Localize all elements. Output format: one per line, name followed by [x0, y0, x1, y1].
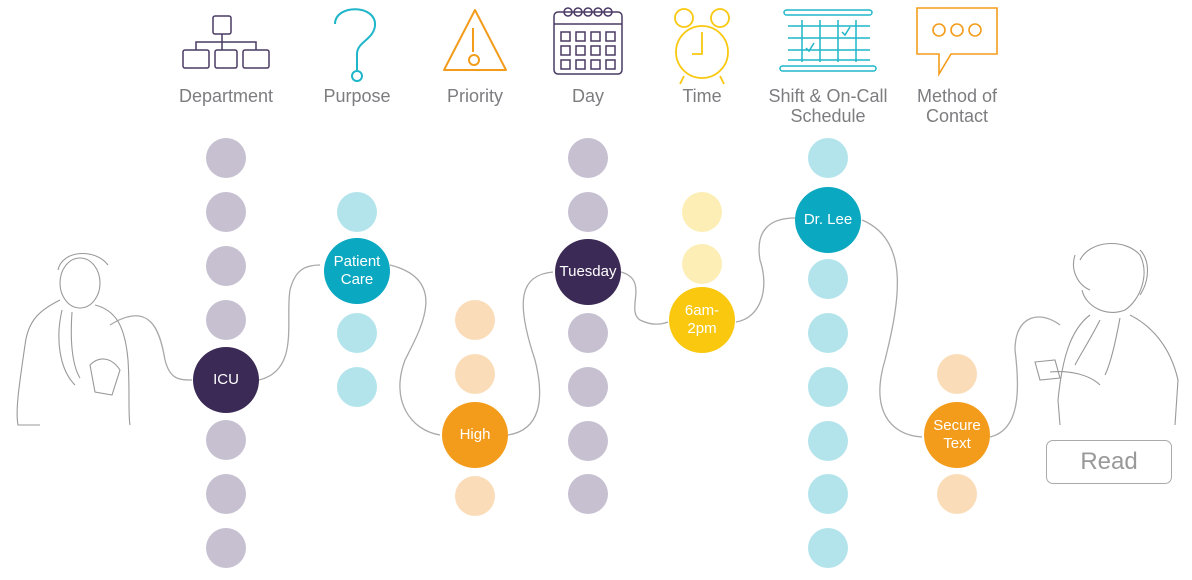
department-option-dot	[206, 474, 246, 514]
selected-label: Dr. Lee	[803, 211, 853, 228]
department-option-dot	[206, 192, 246, 232]
column-header-time: Time	[682, 86, 722, 106]
column-header-day: Day	[571, 86, 604, 106]
schedule-option-dot	[808, 259, 848, 299]
chat-bubble-icon	[915, 4, 999, 83]
column-header-department: Department	[178, 86, 274, 106]
priority-option-dot	[455, 300, 495, 340]
time-option-dot	[682, 192, 722, 232]
priority-option-dot	[455, 476, 495, 516]
read-label: Read	[1080, 448, 1138, 475]
selected-label: ICU	[213, 371, 239, 388]
doctor-illustration	[16, 252, 131, 426]
org-chart-icon	[181, 4, 271, 79]
day-option-dot	[568, 138, 608, 178]
question-mark-icon	[327, 4, 387, 89]
day-option-dot	[568, 474, 608, 514]
selected-label: Patient Care	[333, 253, 381, 288]
schedule-option-dot	[808, 313, 848, 353]
day-selected-node: Tuesday	[555, 239, 621, 305]
column-header-schedule: Shift & On-Call Schedule	[768, 86, 888, 126]
day-option-dot	[568, 313, 608, 353]
method-option-dot	[937, 354, 977, 394]
schedule-selected-node: Dr. Lee	[795, 187, 861, 253]
department-option-dot	[206, 420, 246, 460]
column-header-purpose: Purpose	[323, 86, 391, 106]
purpose-option-dot	[337, 192, 377, 232]
department-option-dot	[206, 528, 246, 568]
time-option-dot	[682, 244, 722, 284]
purpose-option-dot	[337, 313, 377, 353]
column-header-priority: Priority	[446, 86, 503, 106]
day-option-dot	[568, 367, 608, 407]
calendar-icon	[552, 4, 624, 81]
department-option-dot	[206, 138, 246, 178]
schedule-option-dot	[808, 474, 848, 514]
method-option-dot	[937, 474, 977, 514]
department-option-dot	[206, 246, 246, 286]
purpose-selected-node: Patient Care	[324, 238, 390, 304]
schedule-icon	[778, 4, 878, 79]
priority-selected-node: High	[442, 402, 508, 468]
alarm-clock-icon	[670, 4, 734, 93]
schedule-option-dot	[808, 367, 848, 407]
priority-option-dot	[455, 354, 495, 394]
department-selected-node: ICU	[193, 347, 259, 413]
selected-label: High	[459, 426, 491, 443]
warning-icon	[440, 4, 510, 79]
department-option-dot	[206, 300, 246, 340]
read-status-bubble: Read	[1046, 440, 1172, 484]
purpose-option-dot	[337, 367, 377, 407]
selected-label: 6am- 2pm	[684, 302, 720, 337]
day-option-dot	[568, 192, 608, 232]
nurse-illustration	[1034, 242, 1179, 426]
selected-label: Tuesday	[559, 263, 617, 280]
method-selected-node: Secure Text	[924, 402, 990, 468]
day-option-dot	[568, 421, 608, 461]
column-header-method: Method of Contact	[916, 86, 998, 126]
time-selected-node: 6am- 2pm	[669, 287, 735, 353]
schedule-option-dot	[808, 421, 848, 461]
selected-label: Secure Text	[933, 417, 981, 452]
schedule-option-dot	[808, 138, 848, 178]
schedule-option-dot	[808, 528, 848, 568]
